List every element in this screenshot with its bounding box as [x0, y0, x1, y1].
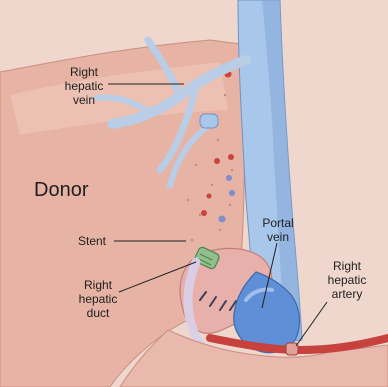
- label-stent: Stent: [72, 234, 112, 248]
- label-right-hepatic-duct: Right hepatic duct: [76, 278, 120, 320]
- vein-anastomosis: [200, 114, 218, 128]
- label-donor: Donor: [34, 179, 114, 201]
- label-right-hepatic-artery: Right hepatic artery: [322, 259, 372, 301]
- label-portal-vein: Portal vein: [256, 216, 300, 244]
- label-right-hepatic-vein: Right hepatic vein: [61, 65, 107, 107]
- artery-anastomosis: [286, 343, 298, 355]
